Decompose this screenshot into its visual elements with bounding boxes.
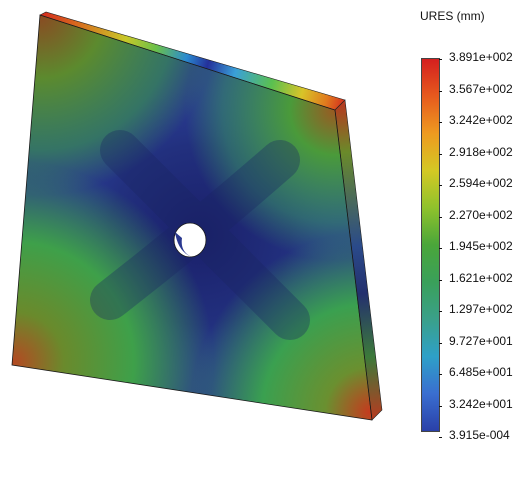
color-scale-tick-mark (439, 437, 442, 438)
color-scale-tick-mark (439, 311, 442, 312)
simulation-viewport[interactable] (0, 0, 420, 489)
color-scale-tick-label: 1.297e+002 (449, 302, 513, 316)
color-scale-tick-label: 3.915e-004 (449, 428, 510, 442)
color-scale-tick-mark (439, 59, 442, 60)
plate-outline (11, 14, 373, 421)
color-scale-tick-label: 3.891e+002 (449, 50, 513, 64)
color-scale-bar (421, 58, 440, 432)
color-scale-tick-label: 3.242e+002 (449, 113, 513, 127)
color-scale-tick-mark (439, 342, 442, 344)
color-scale-tick-label: 1.621e+002 (449, 270, 513, 285)
color-scale-tick-label: 2.594e+002 (449, 176, 513, 190)
color-scale-tick-mark (439, 216, 442, 218)
color-scale-tick-label: 3.567e+002 (449, 81, 513, 96)
color-scale-tick-mark (439, 185, 442, 186)
color-scale-tick-label: 6.485e+001 (449, 365, 513, 379)
plate-model (11, 11, 383, 421)
color-scale-tick-label: 2.918e+002 (449, 144, 513, 159)
color-scale-tick-label: 3.242e+001 (449, 396, 513, 411)
color-scale-tick-label: 9.727e+001 (449, 333, 513, 348)
plate-hole-wall (175, 232, 192, 257)
color-scale-tick-mark (439, 405, 442, 407)
legend-title: URES (mm) (420, 9, 485, 23)
plate-face-corner-tr (12, 15, 372, 420)
color-scale-tick-mark (439, 279, 442, 281)
color-scale-tick-mark (439, 374, 442, 375)
color-scale-tick-mark (439, 122, 442, 123)
color-scale-tick-mark (439, 153, 442, 155)
color-scale-tick-mark (439, 248, 442, 249)
color-scale-tick-mark (439, 90, 442, 92)
color-scale-tick-label: 1.945e+002 (449, 239, 513, 253)
color-scale-tick-label: 2.270e+002 (449, 207, 513, 222)
